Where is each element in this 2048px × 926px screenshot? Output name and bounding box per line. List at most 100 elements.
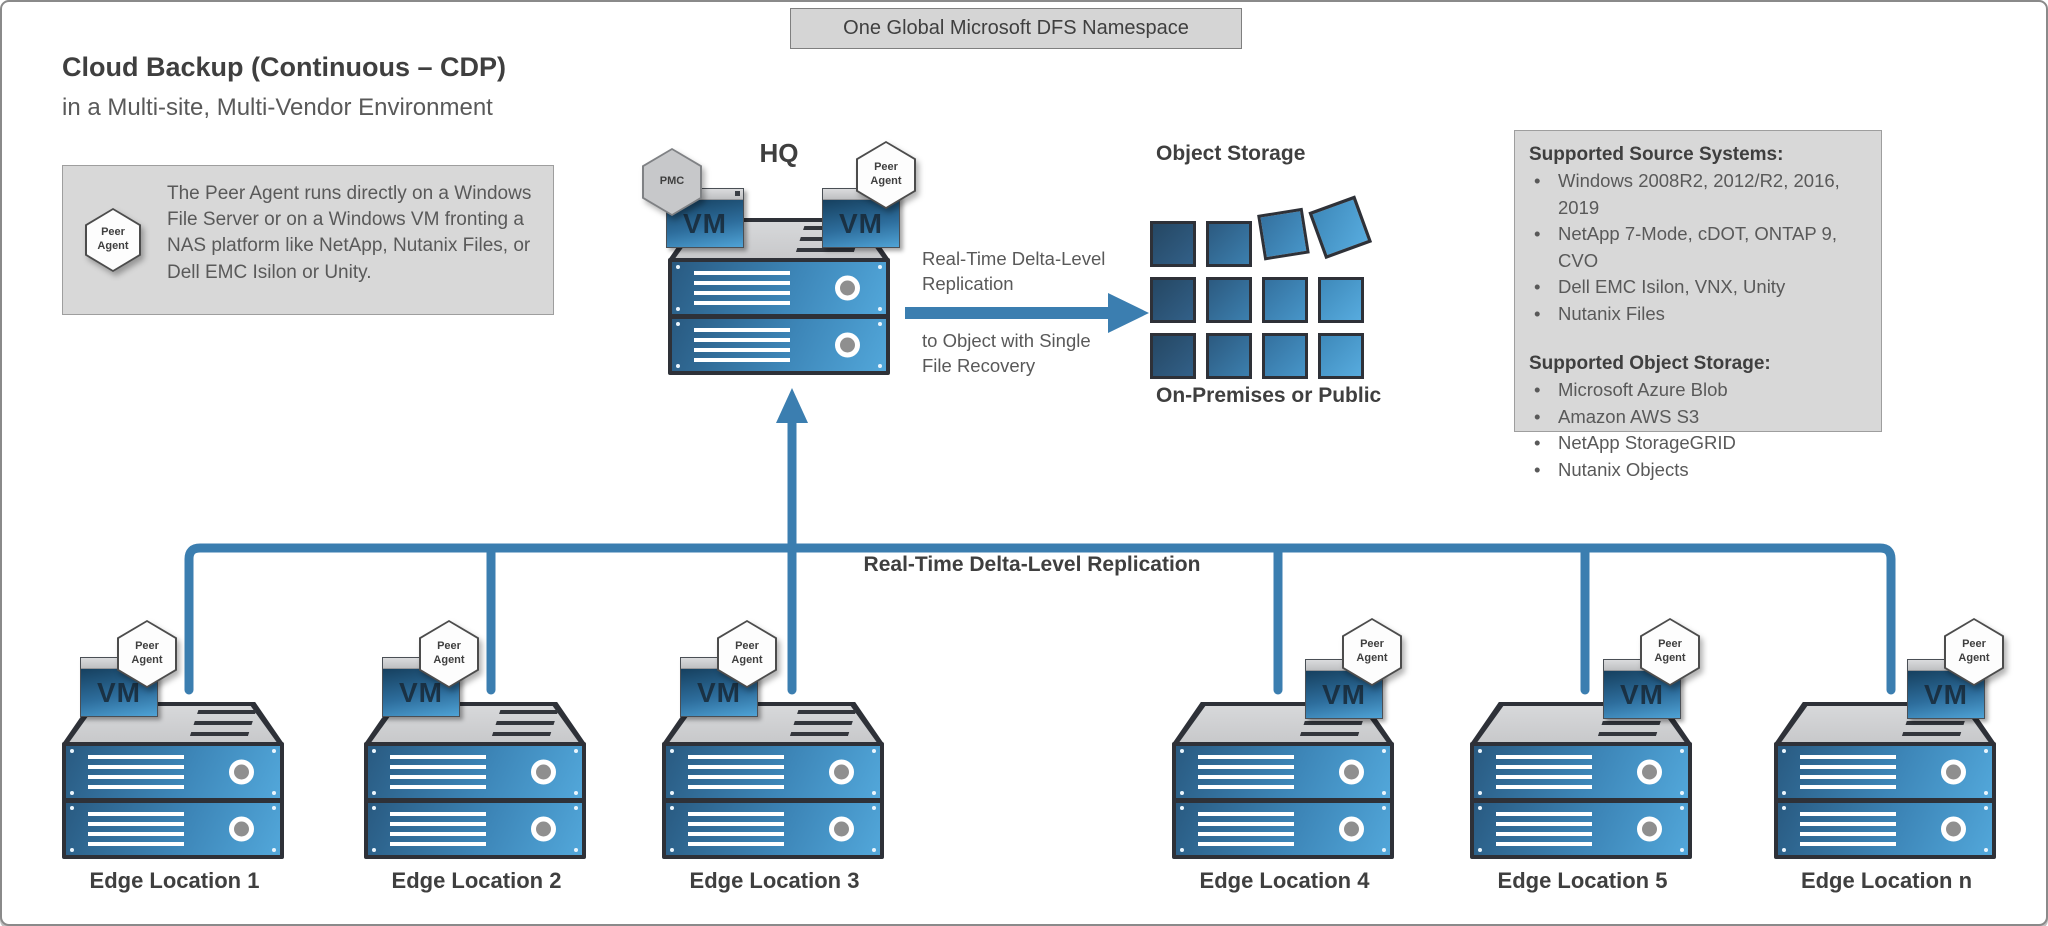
edge-server — [1774, 702, 1996, 859]
edge-location-label: Edge Location 4 — [1199, 868, 1370, 893]
server-vents-icon — [189, 710, 257, 737]
server-rack-unit — [666, 746, 880, 798]
peer-agent-badge: Peer Agent — [85, 208, 141, 272]
vm-label: VM — [1306, 671, 1382, 718]
server-rack-unit — [1474, 803, 1688, 855]
server-rack — [1470, 742, 1692, 859]
supported-source-item: Windows 2008R2, 2012/R2, 2016, 2019 — [1529, 168, 1867, 221]
edge-server — [662, 702, 884, 859]
vm-label: VM — [1908, 671, 1984, 718]
port-icon — [1339, 759, 1364, 785]
edge-server — [62, 702, 284, 859]
port-icon — [1637, 759, 1662, 785]
port-icon — [835, 332, 860, 358]
object-storage-grid — [1150, 195, 1373, 379]
hq-to-storage-arrowhead-icon — [1108, 293, 1149, 333]
peer-agent-badge: Peer Agent — [717, 620, 777, 688]
dfs-namespace-banner: One Global Microsoft DFS Namespace — [790, 8, 1242, 49]
peer-agent-badge: Peer Agent — [1640, 618, 1700, 686]
edge-location-label: Edge Location 3 — [689, 868, 860, 893]
supported-object-title: Supported Object Storage: — [1529, 353, 1771, 374]
page-title: Cloud Backup (Continuous – CDP) — [62, 52, 506, 82]
port-icon — [829, 759, 854, 785]
drive-slots-icon — [88, 755, 184, 789]
vm-label: VM — [681, 669, 757, 716]
edge-location-label: Edge Location 2 — [391, 868, 562, 893]
page-subtitle: in a Multi-site, Multi-Vendor Environmen… — [62, 94, 493, 121]
object-storage-caption: On-Premises or Public — [1156, 384, 1382, 407]
vm-box: VM — [1907, 659, 1985, 719]
port-icon — [1637, 816, 1662, 842]
supported-object-item: Nutanix Objects — [1529, 457, 1867, 484]
port-icon — [229, 759, 254, 785]
server-rack-unit — [672, 319, 886, 371]
drive-slots-icon — [390, 755, 486, 789]
supported-object-item: Microsoft Azure Blob — [1529, 377, 1867, 404]
replication-label-above-arrow: Real-Time Delta-Level Replication — [922, 248, 1106, 294]
storage-block — [1206, 277, 1252, 323]
vm-box: VM — [1305, 659, 1383, 719]
server-rack — [1172, 742, 1394, 859]
edge-location-5: VM Peer Agent Edge Location 5 — [1460, 618, 1705, 918]
server-rack-unit — [666, 803, 880, 855]
peer-agent-note: Peer Agent The Peer Agent runs directly … — [62, 165, 554, 315]
server-rack — [662, 742, 884, 859]
edge-location-n: VM Peer Agent Edge Location n — [1764, 618, 2009, 918]
storage-block — [1262, 333, 1308, 379]
replication-bus-line — [184, 543, 1896, 695]
dfs-namespace-banner-label: One Global Microsoft DFS Namespace — [843, 17, 1189, 39]
storage-block-tilted — [1257, 207, 1310, 261]
storage-block — [1150, 277, 1196, 323]
server-rack-unit — [672, 262, 886, 314]
server-rack-unit — [66, 803, 280, 855]
server-rack — [62, 742, 284, 859]
peer-agent-badge: Peer Agent — [117, 620, 177, 688]
drive-slots-icon — [688, 755, 784, 789]
port-icon — [835, 275, 860, 301]
drive-slots-icon — [88, 812, 184, 846]
pmc-badge: PMC — [642, 148, 702, 216]
supported-object-item: NetApp StorageGRID — [1529, 430, 1867, 457]
server-vents-icon — [491, 710, 559, 737]
supported-systems-panel: Supported Source Systems: Windows 2008R2… — [1514, 130, 1882, 480]
drive-slots-icon — [1496, 812, 1592, 846]
drive-slots-icon — [1198, 755, 1294, 789]
peer-agent-badge: Peer Agent — [856, 141, 916, 209]
server-vents-icon — [789, 710, 857, 737]
storage-block — [1150, 333, 1196, 379]
drive-slots-icon — [694, 271, 790, 305]
port-icon — [531, 759, 556, 785]
server-rack — [364, 742, 586, 859]
storage-block — [1318, 277, 1364, 323]
storage-block — [1262, 277, 1308, 323]
port-icon — [829, 816, 854, 842]
server-rack-unit — [1176, 746, 1390, 798]
edge-location-4: VM Peer Agent Edge Location 4 — [1162, 618, 1407, 918]
supported-source-title: Supported Source Systems: — [1529, 144, 1784, 165]
object-storage-title: Object Storage — [1156, 142, 1306, 165]
port-icon — [1941, 759, 1966, 785]
server-rack-unit — [1778, 746, 1992, 798]
drive-slots-icon — [688, 812, 784, 846]
port-icon — [229, 816, 254, 842]
vm-window-bar — [667, 189, 743, 200]
port-icon — [1339, 816, 1364, 842]
supported-object-item: Amazon AWS S3 — [1529, 404, 1867, 431]
port-icon — [1941, 816, 1966, 842]
server-rack-unit — [1778, 803, 1992, 855]
drive-slots-icon — [1496, 755, 1592, 789]
edge-server — [364, 702, 586, 859]
peer-agent-badge: Peer Agent — [1944, 618, 2004, 686]
peer-agent-badge: Peer Agent — [1342, 618, 1402, 686]
server-rack-unit — [1176, 803, 1390, 855]
edge-server — [1172, 702, 1394, 859]
storage-block — [1206, 333, 1252, 379]
drive-slots-icon — [1198, 812, 1294, 846]
drive-slots-icon — [1800, 755, 1896, 789]
server-rack-unit — [368, 746, 582, 798]
edge-location-label: Edge Location 5 — [1497, 868, 1668, 893]
edge-location-label: Edge Location n — [1800, 868, 1973, 893]
edge-location-2: VM Peer Agent Edge Location 2 — [354, 618, 599, 918]
